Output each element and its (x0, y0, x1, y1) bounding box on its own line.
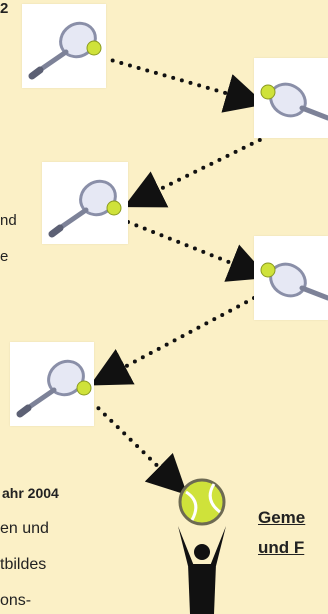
racket-card-4 (254, 236, 328, 320)
side-text-1: nd (0, 212, 17, 229)
text-heading: ahr 2004 (2, 485, 59, 501)
racket-card-3 (42, 162, 128, 244)
text-line-3: ons- (0, 592, 32, 609)
text-line-1: en und (0, 520, 49, 537)
tennis-racket-icon (28, 21, 102, 80)
tennis-racket-icon (48, 179, 122, 238)
fragment-top: 2 (0, 0, 9, 17)
racket-card-1 (22, 4, 106, 88)
racket-card-5 (10, 342, 94, 426)
text-line-2: tbildes (0, 556, 47, 573)
tennis-ball-icon (178, 478, 226, 526)
tennis-racket-icon (16, 359, 92, 418)
trophy-person-icon (178, 478, 226, 614)
tennis-racket-icon (260, 262, 328, 301)
tennis-racket-icon (260, 82, 328, 121)
side-text-2: e (0, 248, 9, 265)
link-line-2[interactable]: und F (258, 538, 305, 557)
racket-card-2 (254, 58, 328, 138)
link-line-1[interactable]: Geme (258, 508, 306, 527)
